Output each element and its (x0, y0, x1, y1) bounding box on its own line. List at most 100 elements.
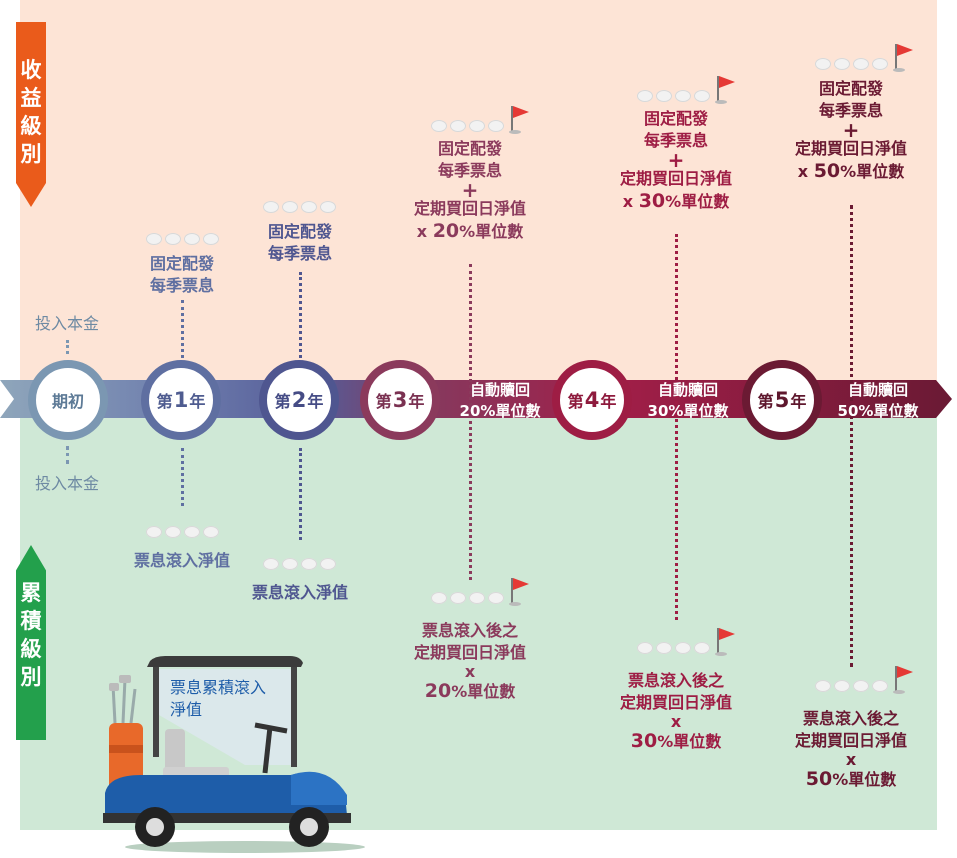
milestone-prefix: 第 (757, 392, 774, 411)
golf-balls-icon (815, 58, 888, 70)
times-sign: x (622, 192, 634, 211)
line: 每季票息 (818, 101, 883, 120)
milestone-suffix: 年 (307, 392, 324, 411)
line: 定期買回日淨值 (413, 643, 526, 662)
percent-value: 50 (813, 160, 841, 182)
income-y5-text: 固定配發 每季票息 + 定期買回日淨值 x 50%單位數 (771, 78, 931, 183)
accum-y2-text: 票息滾入淨值 (251, 583, 348, 602)
times-sign: x (416, 222, 428, 241)
redemption-amount: 30%單位數 (647, 402, 729, 420)
percent-unit: %單位數 (459, 222, 524, 241)
line: 定期買回日淨值 (619, 169, 732, 188)
golf-flag-icon (509, 106, 529, 134)
plus-sign: + (667, 148, 685, 172)
line: 固定配發 (818, 79, 883, 98)
golf-balls-icon (146, 526, 219, 538)
line: 票息滾入後之 (627, 671, 724, 690)
line: 定期買回日淨值 (619, 693, 732, 712)
milestone-prefix: 第 (274, 392, 291, 411)
redemption-title: 自動贖回 (469, 381, 530, 399)
times-sign: x (797, 162, 809, 181)
multiplier-line: x 30%單位數 (596, 190, 756, 213)
golf-balls-icon (431, 120, 504, 132)
y3-connector (469, 264, 472, 580)
percent-unit: %單位數 (665, 192, 730, 211)
redemption-label-y4: 自動贖回 30%單位數 (636, 380, 740, 422)
golf-flag-icon (893, 44, 913, 72)
line: 票息累積滾入 (170, 678, 267, 697)
timeline-band (0, 380, 952, 418)
accum-y4-text: 票息滾入後之 定期買回日淨值 x 30%單位數 (596, 670, 756, 753)
line: 淨值 (170, 700, 203, 719)
milestone-start-label: 期初 (51, 392, 84, 411)
income-y1-text: 固定配發 每季票息 (122, 253, 242, 297)
tab-char: 益 (20, 86, 42, 110)
milestone-prefix: 第 (156, 392, 173, 411)
y5-connector (850, 205, 853, 667)
milestone-suffix: 年 (600, 392, 617, 411)
redemption-label-y5: 自動贖回 50%單位數 (826, 380, 930, 422)
redemption-label-y3: 自動贖回 20%單位數 (448, 380, 552, 422)
plus-sign: + (461, 178, 479, 202)
golf-cart-icon (103, 656, 365, 853)
golf-balls-icon (263, 558, 336, 570)
golf-balls-icon (637, 642, 710, 654)
milestone-prefix: 第 (375, 392, 392, 411)
redemption-title: 自動贖回 (847, 381, 908, 399)
multiplier-line: 20%單位數 (390, 680, 550, 703)
y2-accum-connector (299, 448, 302, 540)
plus-sign: + (842, 118, 860, 142)
milestone-number: 5 (774, 388, 790, 412)
y1-accum-connector (181, 448, 184, 506)
tab-char: 收 (20, 58, 42, 82)
milestone-number: 4 (584, 388, 600, 412)
line: 每季票息 (643, 131, 708, 150)
cart-label: 票息累積滾入 淨值 (170, 677, 290, 721)
golf-balls-icon (263, 201, 336, 213)
golf-flag-icon (715, 628, 735, 656)
percent-unit: %單位數 (657, 732, 722, 751)
milestone-start: 期初 (28, 360, 108, 440)
line: 固定配發 (437, 139, 502, 158)
golf-flag-icon (715, 76, 735, 104)
percent-value: 50 (805, 768, 833, 790)
line: 定期買回日淨值 (794, 139, 907, 158)
y1-income-connector (181, 300, 184, 358)
tab-char: 別 (20, 665, 42, 689)
milestone-suffix: 年 (408, 392, 425, 411)
percent-value: 30 (638, 190, 666, 212)
accumulation-class-tab: 累 積 級 別 (16, 545, 46, 740)
line: 定期買回日淨值 (413, 199, 526, 218)
tab-char: 積 (20, 609, 42, 633)
accum-y3-text: 票息滾入後之 定期買回日淨值 x 20%單位數 (390, 620, 550, 703)
line: 固定配發 (149, 254, 214, 273)
redemption-amount: 20%單位數 (459, 402, 541, 420)
multiplier-line: x 50%單位數 (771, 160, 931, 183)
y2-income-connector (299, 272, 302, 358)
golf-flag-icon (509, 578, 529, 606)
milestone-number: 2 (291, 388, 307, 412)
income-section-bg (20, 0, 937, 398)
times-sign: x (670, 712, 682, 731)
tab-char: 別 (20, 142, 42, 166)
multiplier-line: x 20%單位數 (390, 220, 550, 243)
percent-unit: %單位數 (451, 682, 516, 701)
line: 定期買回日淨值 (794, 731, 907, 750)
accum-y1-text: 票息滾入淨值 (133, 551, 230, 570)
tab-char: 級 (20, 114, 42, 138)
milestone-number: 1 (173, 388, 189, 412)
milestone-number: 3 (392, 388, 408, 412)
golf-balls-icon (815, 680, 888, 692)
line: 票息滾入後之 (802, 709, 899, 728)
golf-balls-icon (146, 233, 219, 245)
income-y4-text: 固定配發 每季票息 + 定期買回日淨值 x 30%單位數 (596, 108, 756, 213)
milestone-suffix: 年 (790, 392, 807, 411)
tab-char: 累 (20, 581, 42, 605)
principal-label-top: 投入本金 (34, 314, 99, 333)
golf-balls-icon (637, 90, 710, 102)
income-y2-text: 固定配發 每季票息 (240, 221, 360, 265)
